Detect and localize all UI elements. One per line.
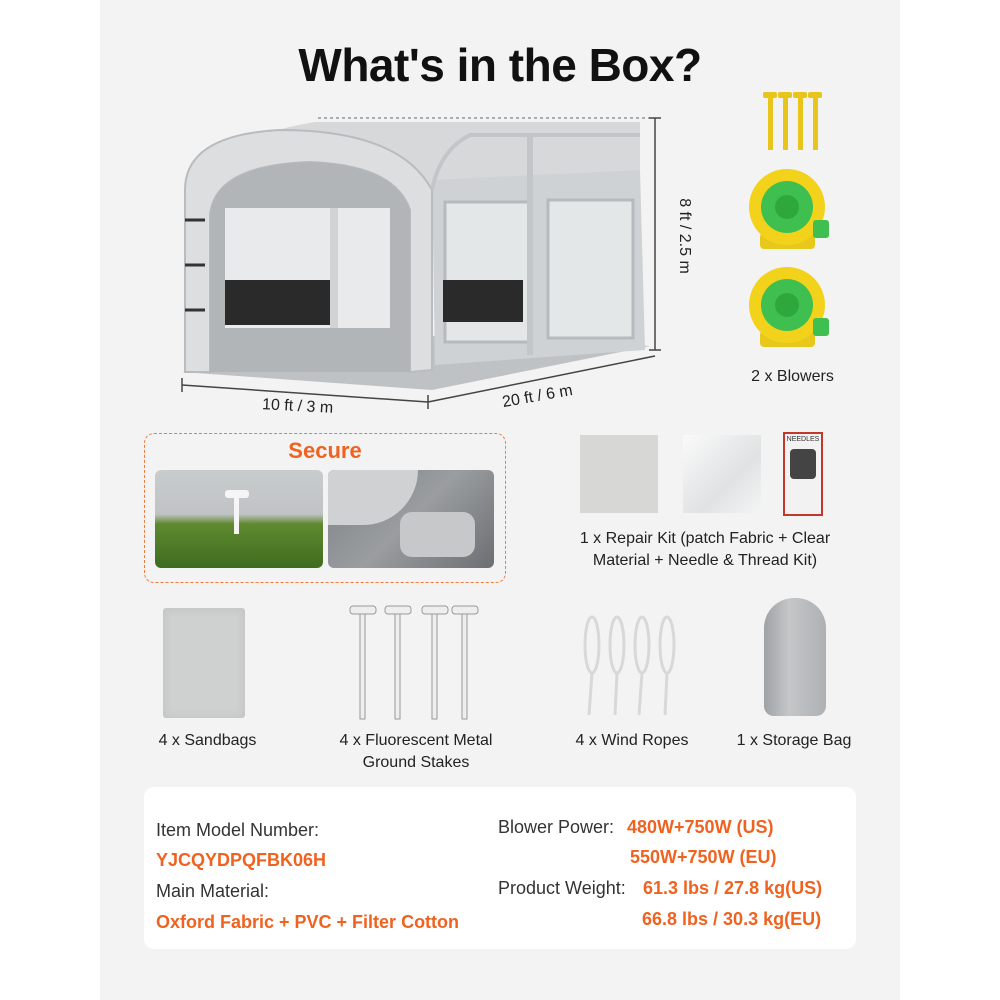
inflatable-tent-illustration <box>182 122 650 390</box>
needle-thread-kit-image: NEEDLES <box>783 432 823 516</box>
blower-power-eu: 550W+750W (EU) <box>630 847 777 867</box>
wind-ropes-label: 4 x Wind Ropes <box>575 732 689 749</box>
blower-power-us: 480W+750W (US) <box>627 817 774 837</box>
sandbags-label: 4 x Sandbags <box>158 732 257 749</box>
product-weight-us: 61.3 lbs / 27.8 kg(US) <box>643 878 823 898</box>
blower-power-label: Blower Power: <box>498 817 615 837</box>
metal-ground-stakes-image <box>349 605 479 720</box>
storage-bag-label: 1 x Storage Bag <box>736 732 852 749</box>
product-weight-label: Product Weight: <box>498 878 626 898</box>
sandbag-on-floor-photo <box>328 470 494 568</box>
secure-section <box>144 433 506 583</box>
dimension-lines <box>181 117 661 409</box>
repair-kit-label-line2: Material + Needle & Thread Kit) <box>592 552 818 569</box>
width-dimension-label: 10 ft / 3 m <box>261 396 334 417</box>
product-weight-eu: 66.8 lbs / 30.3 kg(EU) <box>642 909 822 929</box>
blower-icon <box>749 267 829 347</box>
page-title: What's in the Box? <box>298 39 702 91</box>
sandbag-image <box>163 608 245 718</box>
wind-ropes-image <box>583 615 676 716</box>
stakes-label-line2: Ground Stakes <box>362 754 470 771</box>
specifications-box <box>144 787 856 949</box>
height-dimension-label: 8 ft / 2.5 m <box>676 198 693 274</box>
needle-pack-label: NEEDLES <box>786 436 820 443</box>
patch-fabric-image <box>580 435 658 513</box>
secure-title: Secure <box>288 438 362 463</box>
storage-bag-image <box>764 598 826 716</box>
model-number-label: Item Model Number: <box>156 820 320 840</box>
blower-icon <box>749 169 829 249</box>
blowers-label: 2 x Blowers <box>751 368 834 385</box>
yellow-stakes-image <box>763 92 822 150</box>
main-material-label: Main Material: <box>156 881 270 901</box>
clear-material-image <box>683 435 761 513</box>
stake-on-grass-photo <box>155 470 323 568</box>
repair-kit-label-line1: 1 x Repair Kit (patch Fabric + Clear <box>579 530 831 547</box>
stakes-label-line1: 4 x Fluorescent Metal <box>339 732 493 749</box>
model-number-value: YJCQYDPQFBK06H <box>156 850 327 870</box>
main-material-value: Oxford Fabric + PVC + Filter Cotton <box>156 912 460 932</box>
